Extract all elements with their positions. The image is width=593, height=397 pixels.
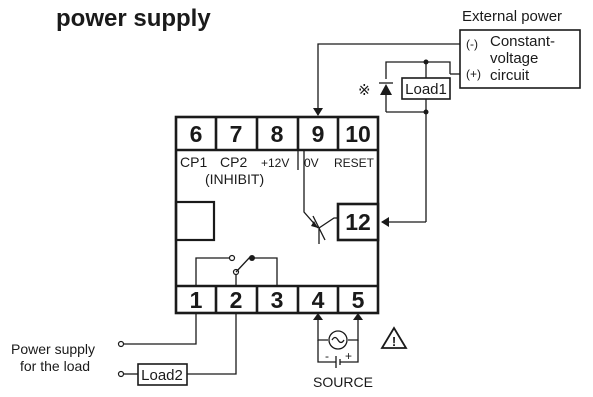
- ac-wave-icon: [331, 336, 345, 344]
- arrow-terminal-9: [313, 108, 323, 116]
- psu-contact-1: [117, 340, 125, 348]
- wire-plus-branch: [385, 61, 451, 79]
- junction-dot-bottom: [423, 109, 429, 115]
- external-power-label: External power: [462, 8, 562, 25]
- label-inhibit: (INHIBIT): [205, 171, 264, 187]
- power-supply-label-line1: Power supply: [11, 341, 95, 357]
- circuit-label-line1: Constant-: [490, 33, 555, 50]
- arrow-terminal-4: [313, 313, 323, 320]
- warning-icon: [380, 326, 408, 349]
- circuit-label-line3: circuit: [490, 67, 530, 84]
- wire-source-4: [317, 320, 328, 341]
- external-power-minus: (-): [466, 37, 478, 51]
- terminal-6: 6: [190, 121, 203, 147]
- wire-terminal-2: [187, 313, 237, 375]
- constant-voltage-circuit-box: [459, 29, 581, 89]
- junction-dot-top: [423, 59, 429, 65]
- label-reset: RESET: [334, 156, 375, 170]
- terminal-10: 10: [345, 121, 371, 147]
- label-0v: 0V: [304, 156, 319, 170]
- terminal-12-box: [336, 202, 380, 242]
- note-mark: ※: [358, 82, 371, 99]
- wire-source-5: [348, 320, 359, 341]
- wire-dc-right: [340, 340, 359, 363]
- arrow-terminal-12: [381, 217, 389, 227]
- terminal-9: 9: [312, 121, 325, 147]
- terminal-2: 2: [230, 287, 243, 313]
- terminal-3: 3: [271, 287, 284, 313]
- source-label: SOURCE: [313, 374, 373, 390]
- relay-contact-nc: [228, 254, 236, 262]
- circuit-label-line2: voltage: [490, 50, 538, 67]
- wire-terminal-1: [124, 313, 197, 345]
- label-cp1: CP1: [180, 154, 207, 170]
- label-cp2: CP2: [220, 154, 247, 170]
- relay-switch-arm: [235, 255, 252, 273]
- terminal-5: 5: [352, 287, 365, 313]
- wire-minus-to-terminal-9: [317, 43, 460, 115]
- terminal-4: 4: [312, 287, 325, 313]
- transistor-arrow-icon: [311, 221, 318, 228]
- load2-label: Load2: [141, 367, 183, 384]
- wire-dc-left: [317, 340, 336, 363]
- relay-wire-3: [252, 257, 278, 286]
- external-power-plus: (+): [466, 67, 481, 81]
- page-title: power supply: [56, 5, 211, 32]
- transistor-collector-wire: [318, 217, 338, 229]
- left-square-block: [174, 200, 216, 242]
- power-supply-label-line2: for the load: [20, 358, 90, 374]
- label-12v: +12V: [261, 156, 289, 170]
- load1-label: Load1: [405, 81, 447, 98]
- terminal-1: 1: [190, 287, 203, 313]
- source-plus: +: [345, 349, 352, 363]
- psu-contact-2: [117, 370, 125, 378]
- source-minus: -: [325, 349, 329, 363]
- arrow-terminal-5: [353, 313, 363, 320]
- warning-symbol: !: [392, 334, 396, 349]
- terminal-7: 7: [230, 121, 243, 147]
- relay-wire-1: [195, 257, 230, 286]
- diode-icon: [380, 84, 392, 95]
- terminal-12: 12: [345, 209, 371, 235]
- terminal-8: 8: [271, 121, 284, 147]
